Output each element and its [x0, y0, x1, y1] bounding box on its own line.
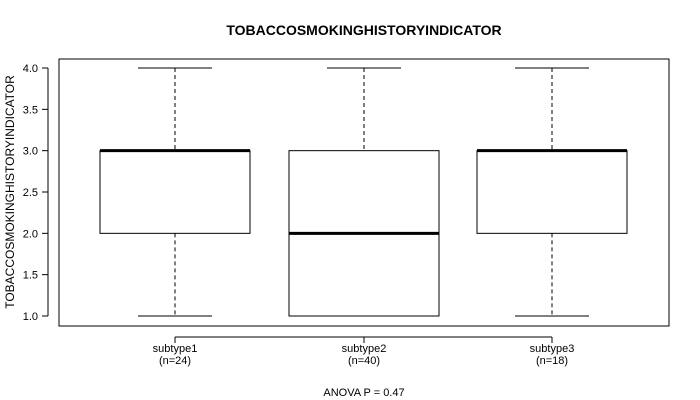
y-tick-label: 1.0	[23, 311, 38, 323]
x-category-count: (n=24)	[159, 355, 191, 367]
y-tick-label: 3.5	[23, 104, 38, 116]
box-series	[99, 67, 628, 317]
x-category-label: subtype3	[530, 343, 575, 355]
plot-frame	[58, 58, 670, 327]
x-category-count: (n=18)	[536, 355, 568, 367]
y-tick-label: 1.5	[23, 270, 38, 282]
y-tick-label: 2.5	[23, 187, 38, 199]
y-tick-label: 3.0	[23, 146, 38, 158]
x-category-label: subtype2	[342, 343, 387, 355]
y-axis-title: TOBACCOSMOKINGHISTORYINDICATOR	[3, 75, 17, 309]
y-tick-label: 2.0	[23, 228, 38, 240]
x-category-label: subtype1	[153, 343, 198, 355]
x-axis-labels: subtype1(n=24) subtype2(n=40) subtype3(n=1…	[153, 336, 575, 367]
chart-title: TOBACCOSMOKINGHISTORYINDICATOR	[226, 22, 501, 38]
box-subtype1	[99, 67, 251, 317]
anova-footnote: ANOVA P = 0.47	[323, 387, 404, 399]
box-iqr	[99, 150, 251, 234]
y-tick-label: 4.0	[23, 63, 38, 75]
box-subtype2	[288, 67, 440, 317]
box-subtype3	[476, 67, 628, 317]
box-iqr	[476, 150, 628, 234]
x-category-count: (n=40)	[348, 355, 380, 367]
y-axis: 1.0 1.5 2.0 2.5 3.0 3.5 4.0	[23, 63, 49, 323]
